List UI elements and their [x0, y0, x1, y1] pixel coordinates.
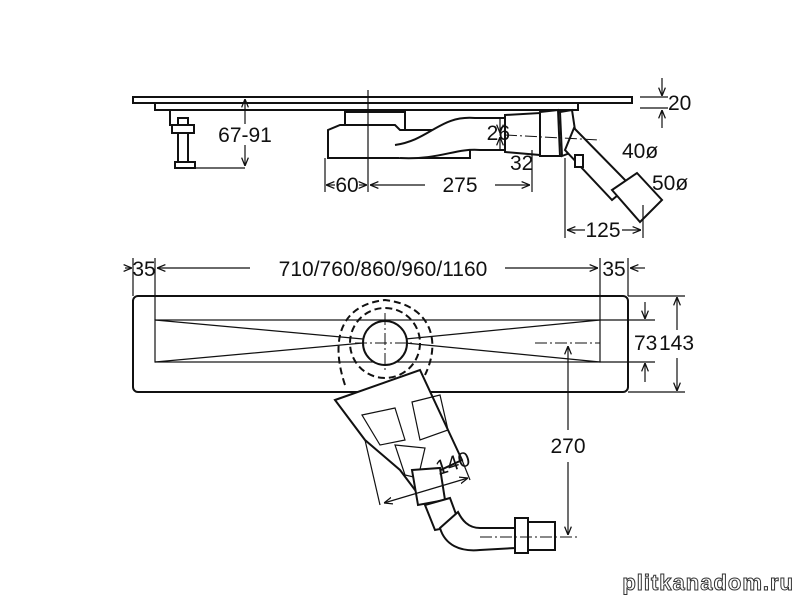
- dim-275: 275: [442, 174, 477, 197]
- dim-73: 73: [634, 332, 657, 355]
- lengths-label: 710/760/860/960/1160: [279, 258, 488, 281]
- cover-plate: [132, 96, 633, 104]
- top-view: 35 710/760/860/960/1160 35 140 270: [125, 258, 694, 554]
- diameter-40: 40ø: [622, 140, 658, 163]
- side-view: 67-91 26 32 40ø 50ø 20 60 27: [132, 78, 691, 242]
- diameter-50: 50ø: [652, 172, 688, 195]
- dim-32: 32: [510, 152, 533, 175]
- dashed-outline: [337, 298, 434, 386]
- pipe-end: [610, 171, 664, 224]
- dim-35-left: 35: [132, 258, 155, 281]
- outlet-pipe-end: [527, 521, 556, 551]
- dim-35-right: 35: [602, 258, 625, 281]
- dim-270: 270: [550, 435, 585, 458]
- dim-125: 125: [585, 219, 620, 242]
- outlet-elbow: [438, 510, 516, 552]
- watermark: plitkanadom.ru: [622, 570, 794, 596]
- dim-143: 143: [659, 332, 694, 355]
- channel-frame: [154, 103, 579, 111]
- leg-foot-left: [174, 161, 196, 169]
- elbow-pipe: [563, 126, 632, 202]
- dim-26: 26: [487, 122, 510, 145]
- height-range-label: 67-91: [218, 124, 272, 147]
- coupling-nut: [539, 108, 562, 157]
- dim-60: 60: [335, 174, 358, 197]
- dim-20: 20: [668, 92, 691, 115]
